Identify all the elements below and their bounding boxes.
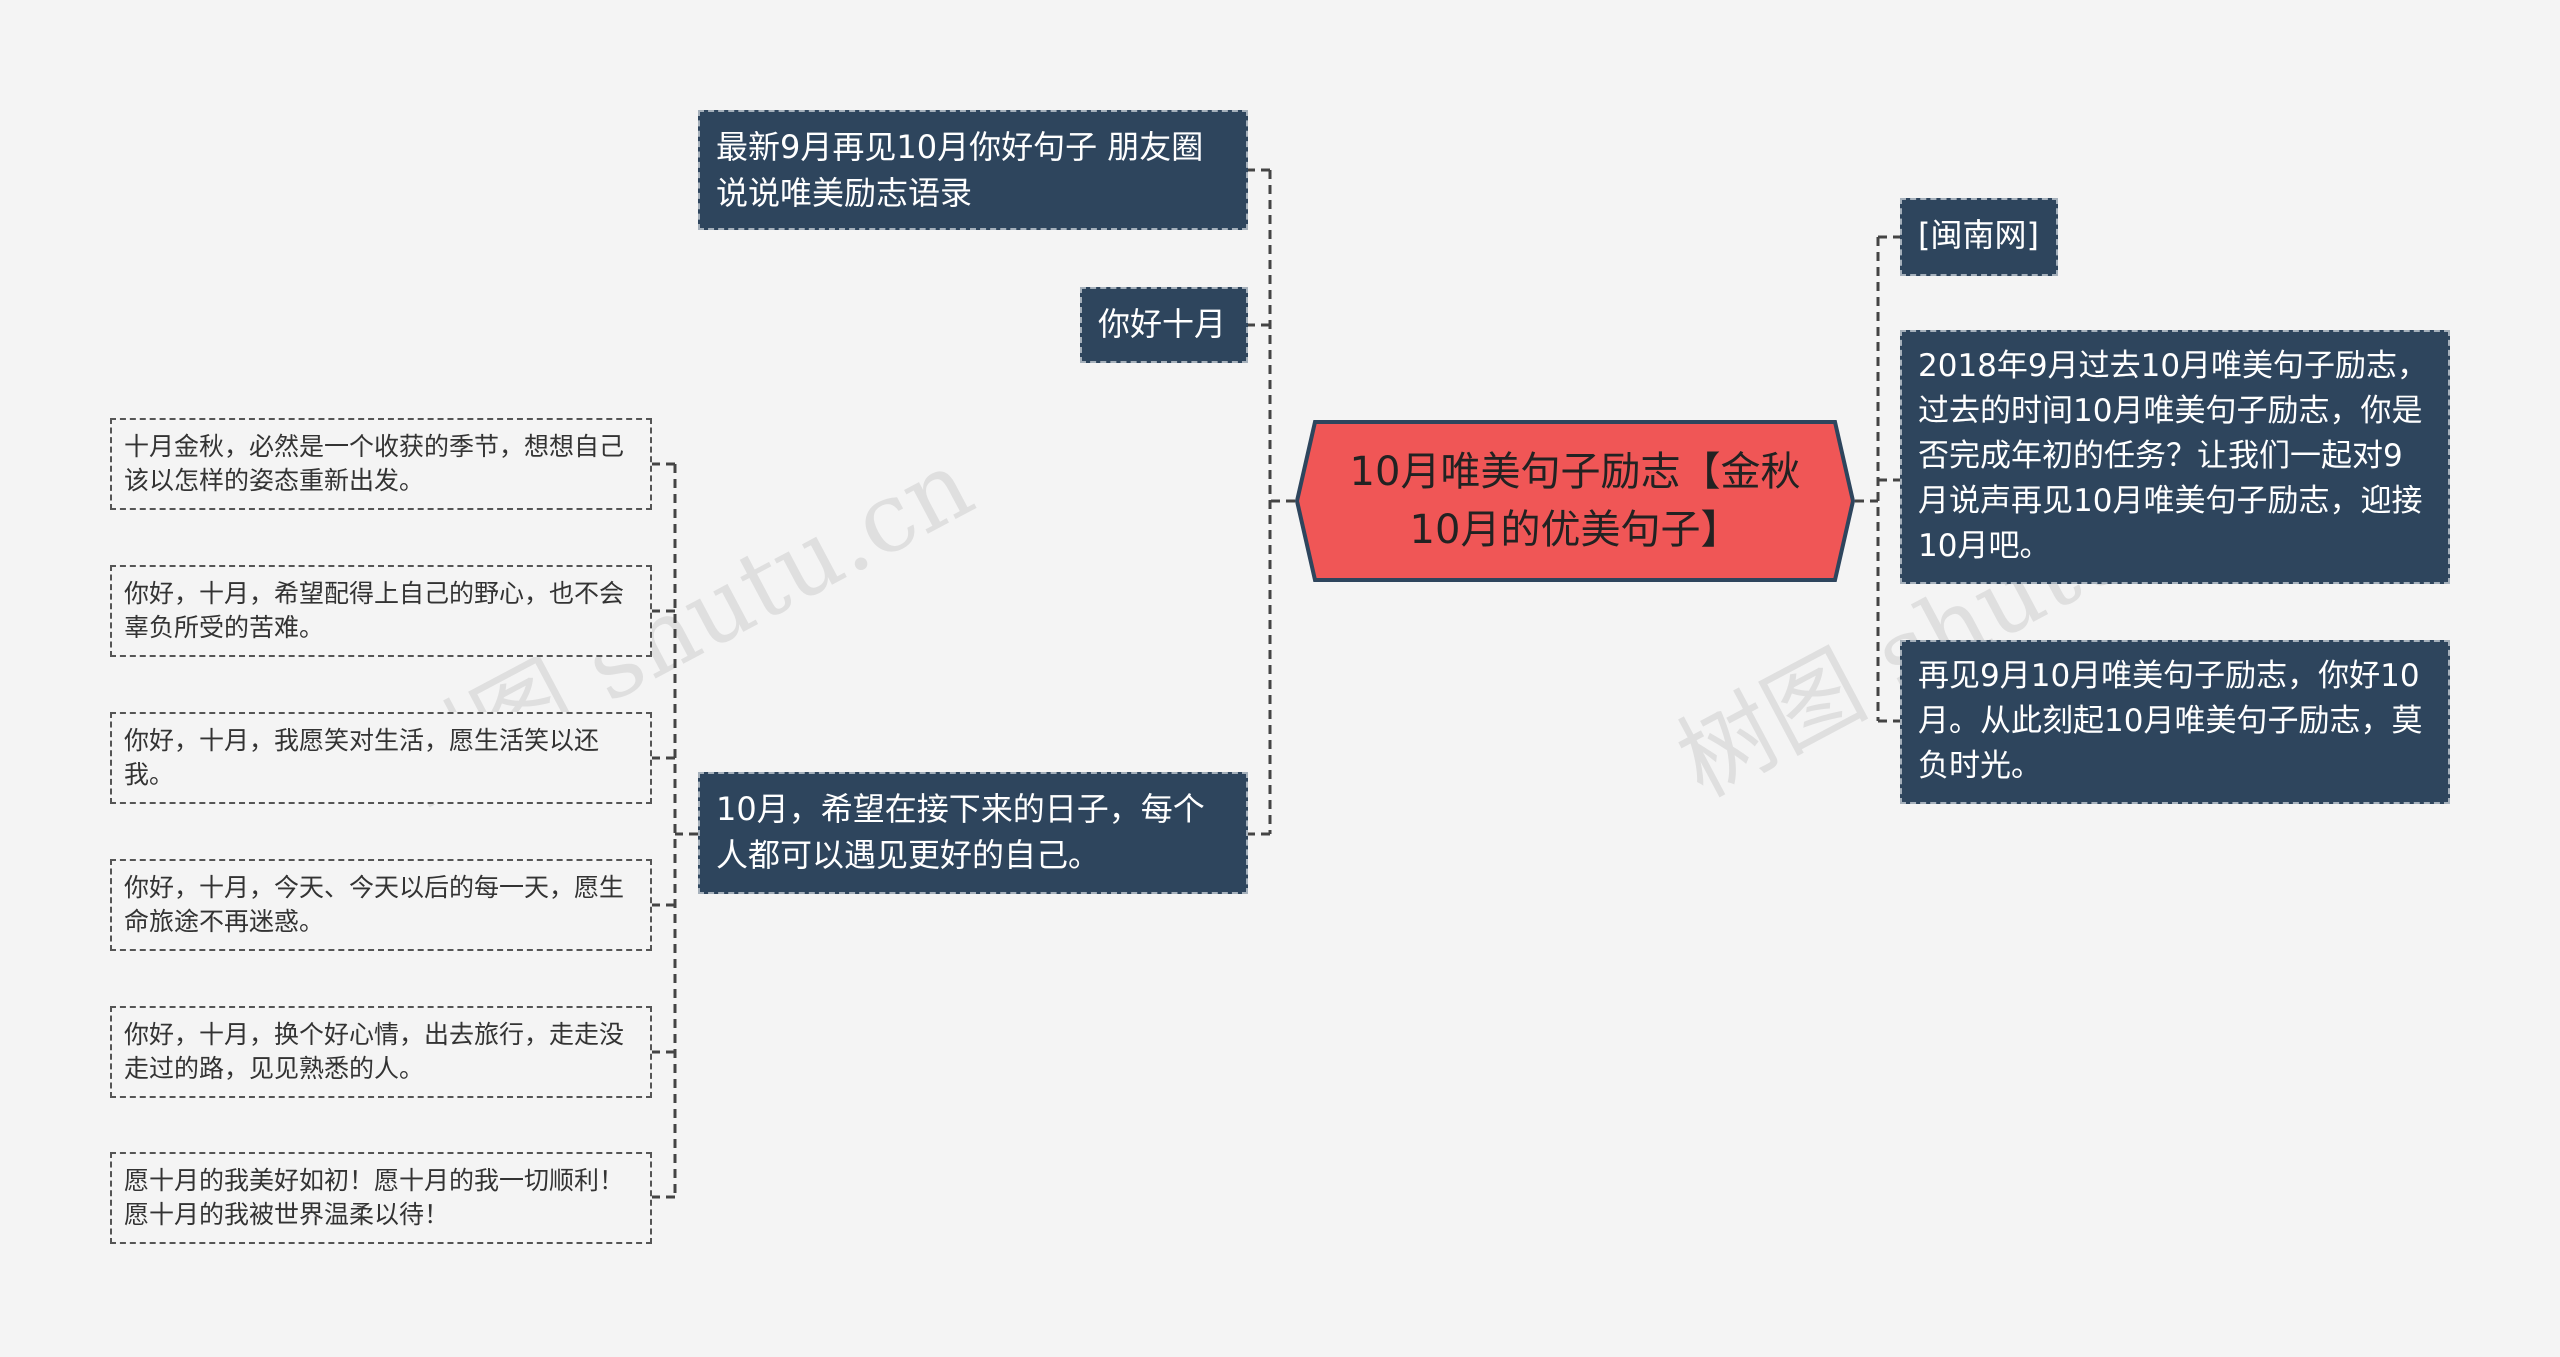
branch-node-left-3[interactable]: 10月，希望在接下来的日子，每个人都可以遇见更好的自己。	[698, 772, 1248, 894]
branch-node-left-1[interactable]: 最新9月再见10月你好句子 朋友圈说说唯美励志语录	[698, 110, 1248, 230]
branch-node-right-2[interactable]: 2018年9月过去10月唯美句子励志，过去的时间10月唯美句子励志，你是否完成年…	[1900, 330, 2450, 584]
leaf-node-2[interactable]: 你好，十月，希望配得上自己的野心，也不会辜负所受的苦难。	[110, 565, 652, 657]
leaf-label: 你好，十月，希望配得上自己的野心，也不会辜负所受的苦难。	[124, 579, 625, 642]
branch-label: 你好十月	[1098, 305, 1227, 343]
leaf-label: 你好，十月，我愿笑对生活，愿生活笑以还我。	[124, 726, 600, 789]
branch-label: 再见9月10月唯美句子励志，你好10月。从此刻起10月唯美句子励志，莫负时光。	[1918, 658, 2423, 784]
leaf-node-3[interactable]: 你好，十月，我愿笑对生活，愿生活笑以还我。	[110, 712, 652, 804]
leaf-node-6[interactable]: 愿十月的我美好如初！愿十月的我一切顺利！愿十月的我被世界温柔以待！	[110, 1152, 652, 1244]
branch-node-left-2[interactable]: 你好十月	[1080, 287, 1248, 363]
leaf-node-4[interactable]: 你好，十月，今天、今天以后的每一天，愿生命旅途不再迷惑。	[110, 859, 652, 951]
branch-label: 2018年9月过去10月唯美句子励志，过去的时间10月唯美句子励志，你是否完成年…	[1918, 348, 2429, 564]
leaf-label: 十月金秋，必然是一个收获的季节，想想自己该以怎样的姿态重新出发。	[124, 432, 625, 495]
root-shape	[1295, 420, 1855, 582]
branch-node-right-1[interactable]: [闽南网]	[1900, 198, 2058, 276]
leaf-node-5[interactable]: 你好，十月，换个好心情，出去旅行，走走没走过的路，见见熟悉的人。	[110, 1006, 652, 1098]
root-label: 10月唯美句子励志【金秋10月的优美句子】	[1349, 449, 1801, 553]
root-node[interactable]: 10月唯美句子励志【金秋10月的优美句子】	[1295, 420, 1855, 582]
branch-label: 最新9月再见10月你好句子 朋友圈说说唯美励志语录	[716, 128, 1204, 213]
leaf-label: 愿十月的我美好如初！愿十月的我一切顺利！愿十月的我被世界温柔以待！	[124, 1166, 625, 1229]
branch-label: 10月，希望在接下来的日子，每个人都可以遇见更好的自己。	[716, 790, 1205, 875]
leaf-node-1[interactable]: 十月金秋，必然是一个收获的季节，想想自己该以怎样的姿态重新出发。	[110, 418, 652, 510]
leaf-label: 你好，十月，今天、今天以后的每一天，愿生命旅途不再迷惑。	[124, 873, 625, 936]
branch-label: [闽南网]	[1918, 216, 2039, 254]
branch-node-right-3[interactable]: 再见9月10月唯美句子励志，你好10月。从此刻起10月唯美句子励志，莫负时光。	[1900, 640, 2450, 804]
leaf-label: 你好，十月，换个好心情，出去旅行，走走没走过的路，见见熟悉的人。	[124, 1020, 625, 1083]
